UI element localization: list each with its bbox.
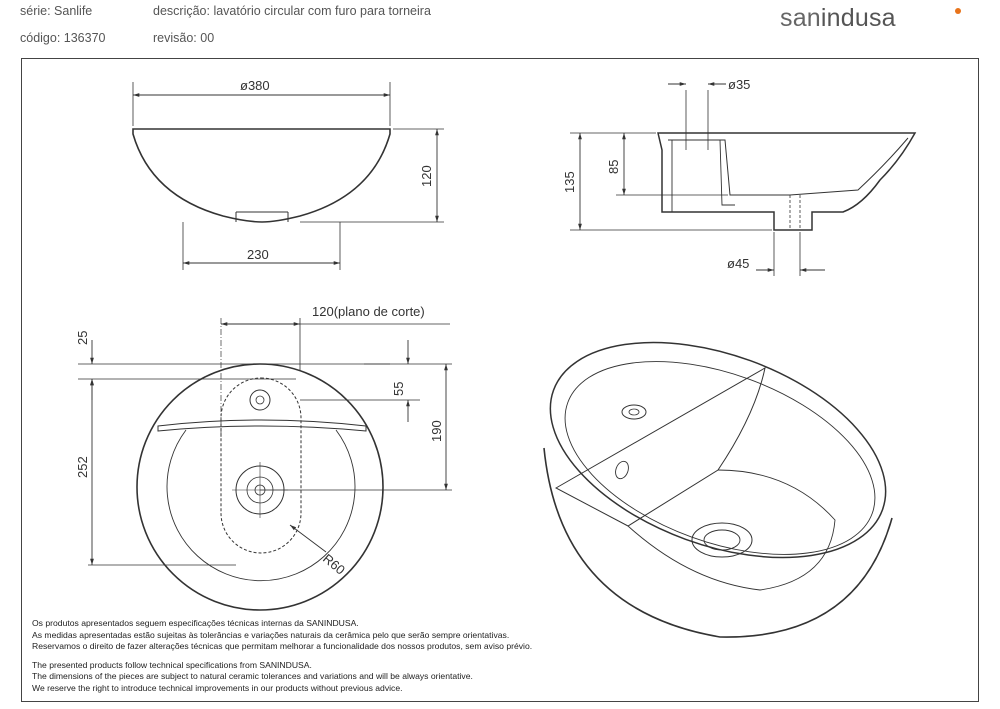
dim-radius: R60 (320, 551, 348, 578)
logo-accent-dot (955, 8, 961, 14)
dim-total-height: 135 (562, 171, 577, 193)
note-en-1: The presented products follow technical … (32, 659, 312, 670)
front-elevation-view (132, 82, 444, 270)
dim-ledge: 25 (75, 331, 90, 345)
codigo-label: código: 136370 (20, 31, 106, 45)
revisao-label: revisão: 00 (153, 31, 215, 45)
disclaimer-notes: Os produtos apresentados seguem especifi… (32, 618, 532, 695)
serie-label: série: Sanlife (20, 4, 93, 18)
dim-cut-plane: 120(plano de corte) (312, 304, 425, 319)
brand-logo: sanindusa (780, 4, 896, 33)
section-view (570, 82, 917, 276)
drawing-frame (21, 58, 979, 702)
dim-height: 120 (419, 165, 434, 187)
plan-view (78, 318, 452, 611)
dim-plan-252: 252 (75, 456, 90, 478)
dim-plan-190: 190 (429, 420, 444, 442)
note-pt-2: As medidas apresentadas estão sujeitas à… (32, 629, 510, 640)
descricao-label: descrição: lavatório circular com furo p… (153, 4, 431, 18)
logo-part-san: san (780, 4, 821, 32)
logo-part-indusa: indusa (820, 4, 896, 32)
perspective-view (543, 341, 893, 638)
dim-hole-offset: 55 (391, 382, 406, 396)
note-en-3: We reserve the right to introduce techni… (32, 682, 403, 693)
dim-base-width: 230 (247, 247, 269, 262)
dim-depth: 85 (606, 160, 621, 174)
dim-drain: ø45 (727, 256, 749, 271)
dim-top-width: ø380 (240, 78, 270, 93)
note-pt-3: Reservamos o direito de fazer alterações… (32, 641, 533, 652)
note-en-2: The dimensions of the pieces are subject… (32, 671, 473, 682)
dim-tap-hole: ø35 (728, 77, 750, 92)
note-pt-1: Os produtos apresentados seguem especifi… (32, 618, 359, 628)
